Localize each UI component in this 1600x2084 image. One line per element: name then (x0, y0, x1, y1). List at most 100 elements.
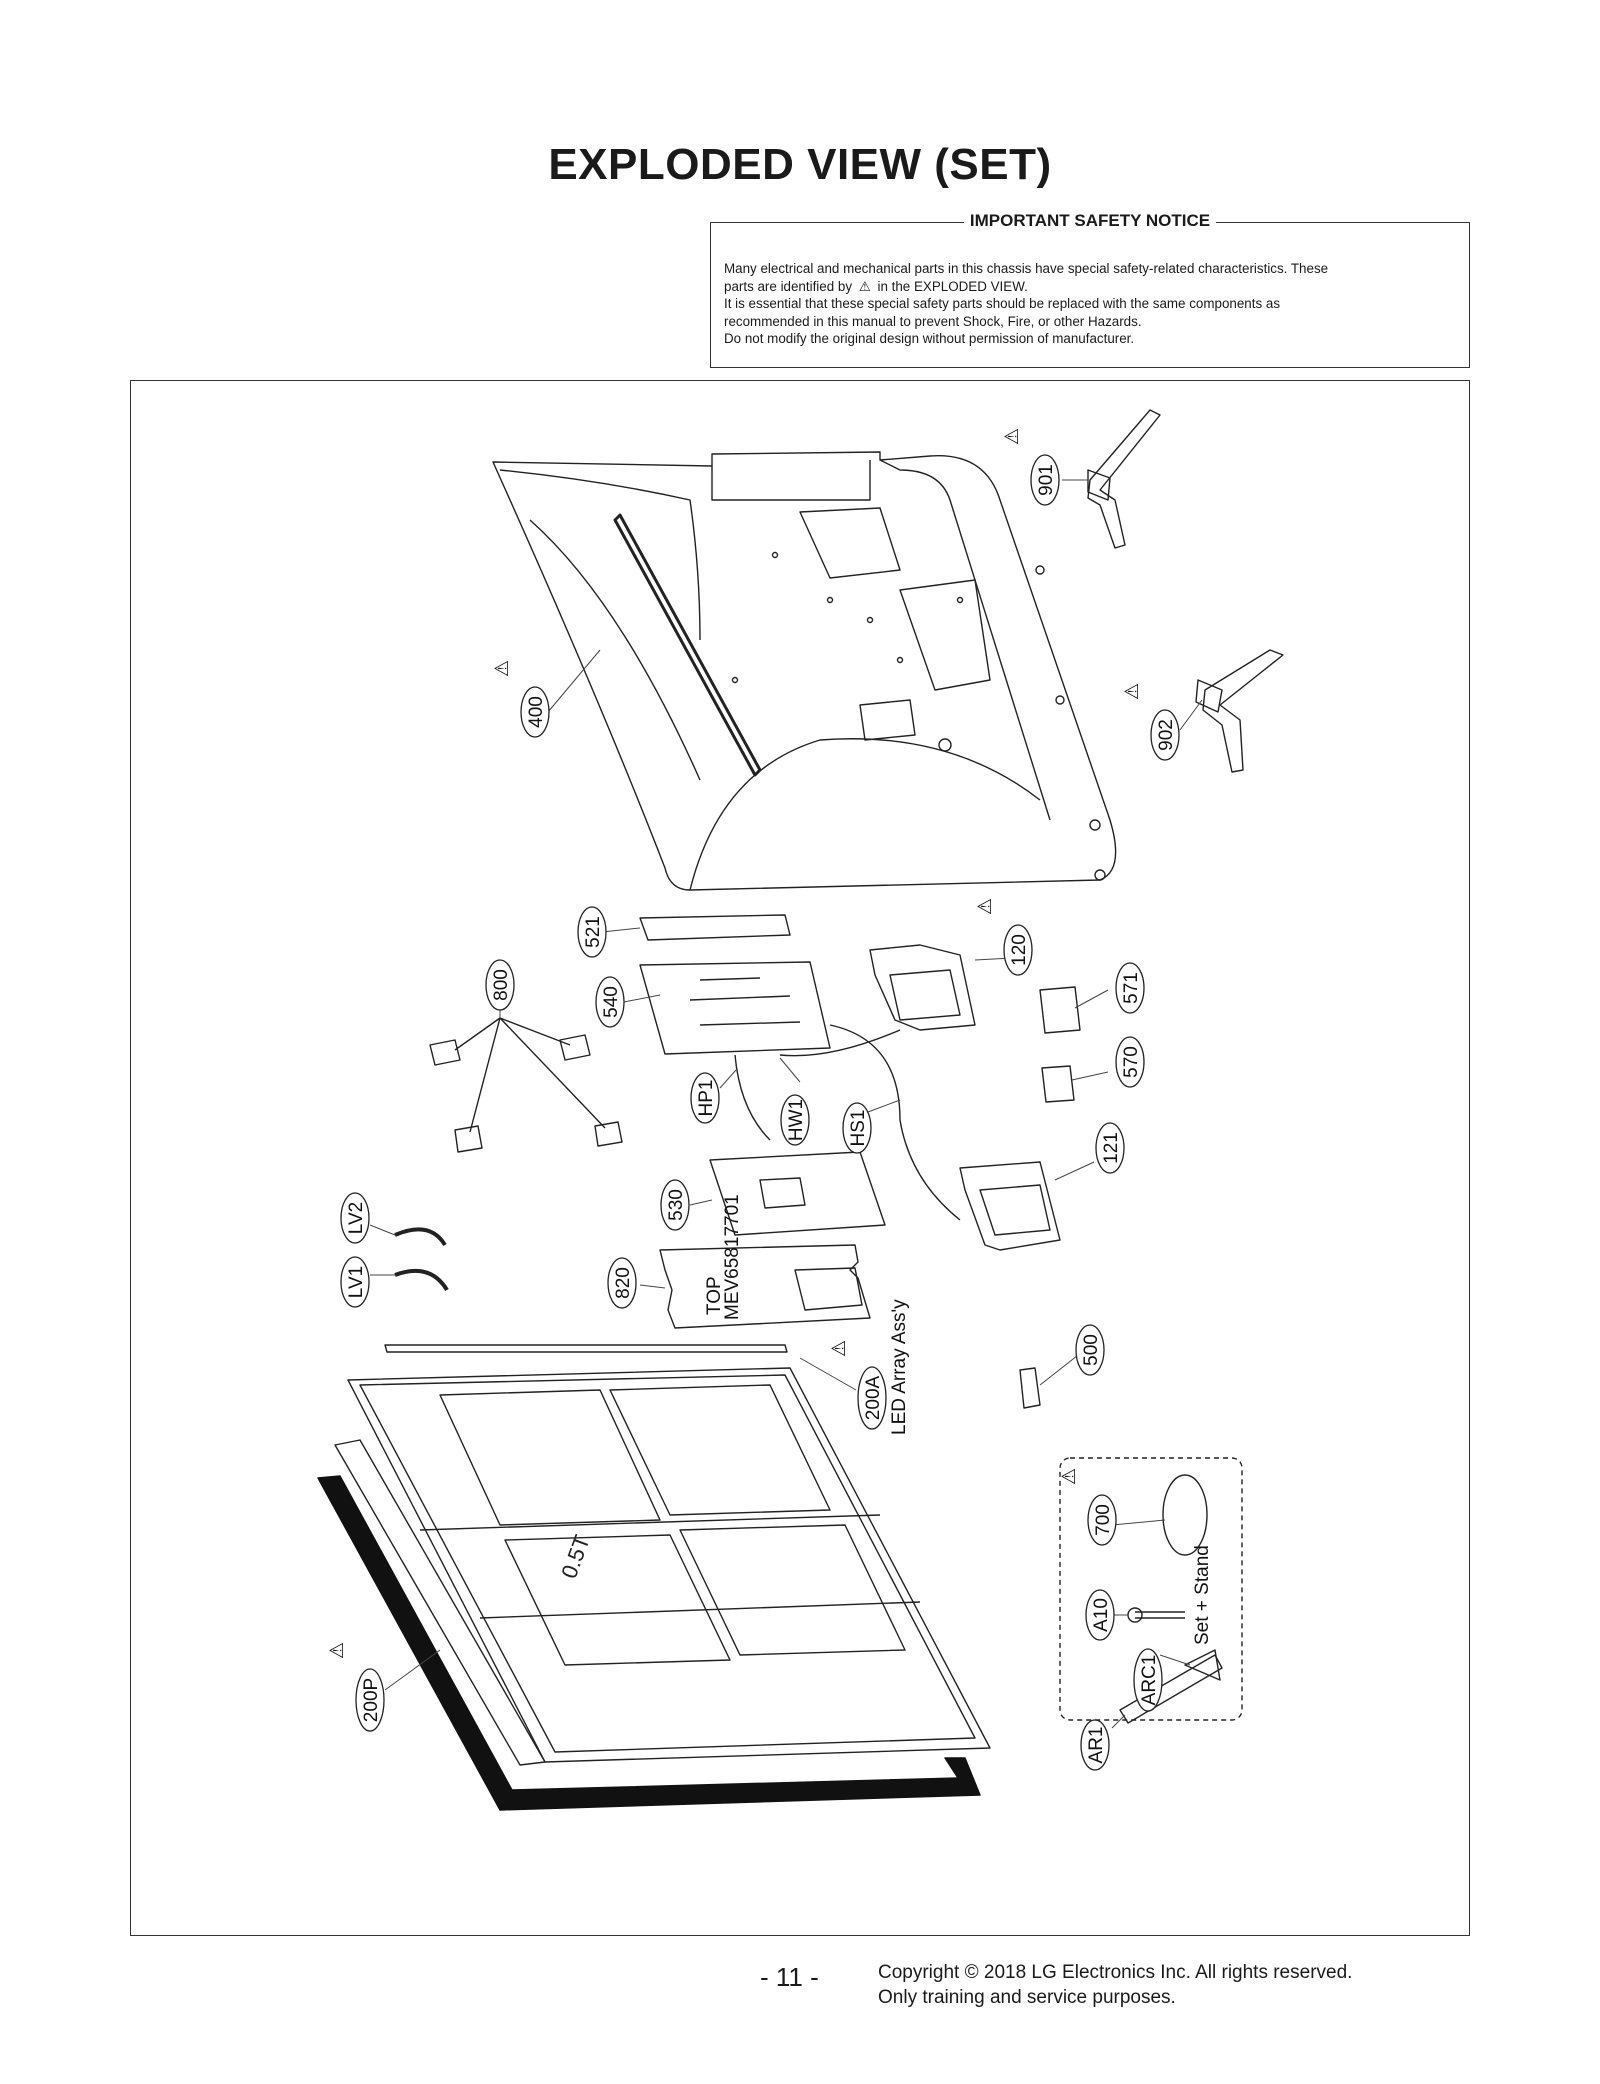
warning-triangle-icon: ⚠ (1002, 428, 1023, 445)
callout-label: AR1 (1086, 1727, 1107, 1764)
callout-hw1: HW1 (780, 1094, 810, 1146)
panel-back-drawing: 0.5T (347, 1367, 991, 1763)
warning-triangle-icon: ⚠ (858, 278, 871, 294)
callout-label: HP1 (696, 1080, 717, 1117)
board-top-mark: TOP (704, 1276, 725, 1315)
warning-triangle-icon: ⚠ (327, 1642, 348, 1659)
callout-label: HW1 (786, 1099, 807, 1141)
stand-left-drawing (1087, 409, 1161, 549)
callout-label: LV2 (346, 1202, 367, 1234)
callout-lv1: LV1 (340, 1256, 370, 1308)
callout-820: 820 (607, 1257, 637, 1309)
board-570-drawing (1041, 1065, 1075, 1103)
callout-arc1: ARC1 (1133, 1648, 1163, 1712)
leader-lines (369, 479, 1203, 1729)
page-title: EXPLODED VIEW (SET) (548, 140, 1052, 189)
callout-label: 571 (1121, 972, 1142, 1004)
stand-right-drawing (1195, 649, 1284, 773)
notice-line-2: parts are identified by ⚠ in the EXPLODE… (724, 278, 1028, 294)
callout-700: 700 (1087, 1494, 1117, 1546)
svg-text:0.5T: 0.5T (556, 1532, 595, 1582)
callout-570: 570 (1115, 1036, 1145, 1088)
callout-200p: 200P (355, 1668, 385, 1732)
warning-triangle-icon: ⚠ (1059, 1468, 1080, 1485)
callout-a10: A10 (1085, 1589, 1115, 1641)
callout-hs1: HS1 (842, 1102, 872, 1154)
diagram-frame (130, 380, 1470, 1936)
led-bar-200a-drawing (384, 1344, 788, 1353)
warning-triangle-icon: ⚠ (1122, 683, 1143, 700)
callout-901: 901 (1030, 454, 1060, 506)
safety-notice-heading: IMPORTANT SAFETY NOTICE (963, 211, 1217, 230)
callout-label: 521 (583, 916, 604, 948)
callout-label: 500 (1081, 1334, 1102, 1366)
safety-notice-body: Many electrical and mechanical parts in … (724, 260, 1456, 348)
callout-label: 901 (1036, 464, 1057, 496)
speaker-120-drawing (869, 944, 976, 1031)
set-stand-label: Set + Stand (1192, 1545, 1213, 1645)
callout-label: 121 (1101, 1132, 1122, 1164)
callout-400: 400 (520, 686, 550, 738)
notice-line-5: Do not modify the original design withou… (724, 331, 1135, 346)
callout-500: 500 (1075, 1324, 1105, 1376)
brackets-800-drawing (429, 1017, 623, 1153)
callout-521: 521 (577, 906, 607, 958)
callout-label: 820 (613, 1267, 634, 1299)
accessories-box (1059, 1457, 1243, 1721)
bracket-521-drawing (639, 914, 791, 941)
harness-hs1-drawing (829, 1024, 961, 1221)
callout-hp1: HP1 (690, 1072, 720, 1124)
callout-label: A10 (1091, 1598, 1112, 1632)
warning-triangle-icon: ⚠ (829, 1340, 850, 1357)
callout-label: 902 (1156, 719, 1177, 751)
main-board-540-drawing (639, 961, 831, 1055)
warning-triangle-icon: ⚠ (975, 898, 996, 915)
copyright-line-1: Copyright © 2018 LG Electronics Inc. All… (878, 1962, 1353, 1983)
harness-hp1-drawing (734, 1054, 771, 1141)
screw-a10-drawing (1135, 1611, 1185, 1619)
callout-label: HS1 (848, 1110, 869, 1147)
callout-label: 800 (491, 969, 512, 1001)
remote-ar1-drawing (1119, 1654, 1223, 1724)
ir-board-500-drawing (1019, 1367, 1041, 1409)
harness-hw1-drawing (779, 1029, 901, 1057)
safety-notice: IMPORTANT SAFETY NOTICE Many electrical … (710, 211, 1470, 368)
led-array-label: LED Array Ass'y (889, 1299, 910, 1435)
callout-label: 200P (361, 1678, 382, 1722)
notice-line-1: Many electrical and mechanical parts in … (724, 261, 1329, 276)
cable-lv2-drawing (394, 1227, 447, 1247)
callout-label: LV1 (346, 1266, 367, 1298)
panel-sheet-drawing (334, 1439, 546, 1766)
callout-121: 121 (1095, 1122, 1125, 1174)
notice-line-4: recommended in this manual to prevent Sh… (724, 313, 1142, 329)
notice-line-3: It is essential that these special safet… (724, 296, 1281, 311)
callout-200a: 200A (857, 1366, 887, 1430)
board-part-code: MEV65817701 (722, 1194, 743, 1320)
callout-label: 120 (1009, 934, 1030, 966)
callout-530: 530 (660, 1179, 690, 1231)
callout-800: 800 (485, 959, 515, 1011)
callout-120: 120 (1003, 924, 1033, 976)
callout-ar1: AR1 (1080, 1719, 1110, 1771)
insulator-sheet-820-drawing (659, 1244, 871, 1329)
page-number: - 11 - (760, 1962, 819, 1992)
callout-label: 530 (666, 1189, 687, 1221)
speaker-121-drawing (959, 1161, 1061, 1251)
screw-head-icon (1127, 1607, 1143, 1623)
remote-cover-arc1-drawing (1184, 1649, 1221, 1681)
back-cover-drawing (492, 451, 1117, 891)
callout-571: 571 (1115, 962, 1145, 1014)
callout-902: 902 (1150, 709, 1180, 761)
callout-label: 700 (1093, 1504, 1114, 1536)
cable-lv1-drawing (394, 1268, 449, 1292)
callout-label: 400 (526, 696, 547, 728)
power-board-530-drawing (709, 1151, 886, 1236)
callout-label: 200A (863, 1375, 884, 1420)
power-cord-700-drawing (1162, 1474, 1208, 1556)
callout-540: 540 (595, 976, 625, 1028)
callout-label: ARC1 (1139, 1655, 1160, 1706)
callout-lv2: LV2 (340, 1192, 370, 1244)
front-bezel-200p-drawing (317, 1475, 981, 1811)
warning-triangle-icon: ⚠ (492, 660, 513, 677)
